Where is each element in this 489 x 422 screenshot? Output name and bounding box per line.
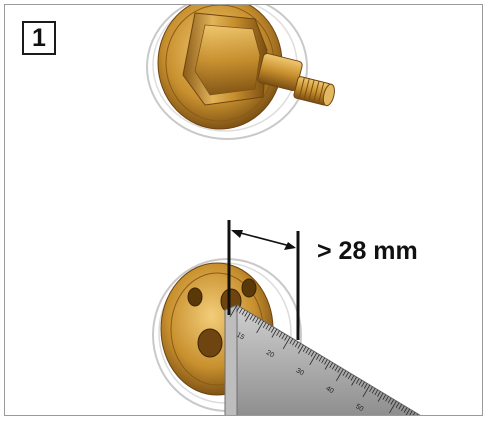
ruler-tick	[416, 413, 419, 415]
ruler-tick	[358, 379, 363, 386]
ruler-tick	[385, 395, 389, 402]
ruler-tick	[377, 392, 384, 402]
ruler-tick	[342, 370, 347, 376]
ruler-tick	[334, 365, 339, 372]
illustration-artwork: 152030405060	[146, 5, 421, 416]
ruler-tick	[281, 333, 286, 340]
ruler-tick	[308, 349, 312, 356]
ruler-tick	[294, 341, 299, 348]
dimension-lines	[227, 220, 300, 340]
ruler-tick	[369, 386, 373, 392]
ruler-tick	[256, 320, 264, 334]
ruler-tick	[345, 371, 349, 378]
arrowhead-left	[231, 230, 243, 238]
ruler-tick	[377, 391, 381, 397]
ruler-tick	[252, 315, 256, 322]
ruler-tick	[270, 327, 275, 333]
ruler-tick	[401, 405, 405, 412]
valve-cartridge	[146, 5, 335, 140]
ruler-tick-label: 50	[354, 403, 364, 413]
ruler-tick	[362, 384, 371, 398]
ruler-tick	[271, 328, 278, 338]
measurement-label: > 28 mm	[317, 237, 418, 265]
ruler-tick	[389, 400, 397, 414]
ruler-tick	[238, 307, 243, 314]
ruler-tick	[361, 381, 365, 388]
ruler: 152030405060	[224, 304, 421, 416]
ruler-tick	[412, 411, 416, 415]
ruler-tick	[351, 376, 357, 386]
ruler-tick	[329, 362, 334, 368]
ruler-tick-label: 40	[324, 385, 334, 395]
ruler-tick	[265, 323, 270, 330]
ruler-tick	[284, 335, 288, 341]
ruler-tick	[249, 314, 254, 320]
ruler-tick	[417, 415, 420, 416]
ruler-tick	[282, 336, 291, 350]
ruler-tick	[298, 344, 304, 354]
ruler-tick	[316, 354, 320, 360]
ruler-tick	[262, 322, 267, 328]
ruler-tick	[244, 311, 248, 317]
ruler-tick	[382, 394, 387, 400]
ruler-tick	[409, 410, 413, 415]
ruler-tick-label: 20	[265, 349, 275, 359]
step-number: 1	[32, 23, 46, 52]
ruler-tick	[305, 347, 310, 354]
ruler-tick	[244, 312, 251, 322]
ruler-tick	[318, 355, 323, 362]
ruler-tick	[309, 352, 318, 366]
ruler-tick	[355, 378, 360, 384]
ruler-tick	[324, 360, 331, 370]
ruler-tick	[374, 389, 379, 396]
ruler-tick	[395, 402, 400, 408]
ruler-tick	[302, 346, 307, 352]
ruler-tick	[405, 408, 411, 415]
ruler-tick	[398, 403, 403, 410]
ruler-tick	[254, 317, 259, 324]
ruler-tick	[337, 367, 341, 373]
ruler-tick	[241, 309, 246, 316]
ruler-tick	[236, 306, 241, 312]
ruler-tick	[363, 383, 368, 389]
ruler-tick	[276, 330, 280, 336]
ruler-tick	[335, 368, 344, 382]
ruler-tick	[297, 343, 302, 349]
illustration-frame: 152030405060 1 > 28 mm	[4, 4, 483, 416]
ruler-tick	[278, 331, 283, 338]
ruler-tick	[257, 319, 262, 325]
ruler-tick	[321, 357, 326, 364]
ruler-tick	[350, 375, 355, 381]
ruler-tick-label: 30	[295, 367, 305, 377]
arrowhead-right	[284, 242, 296, 250]
ruler-tick	[387, 397, 392, 404]
ruler-tick-label: 15	[235, 331, 245, 341]
ruler-tick	[390, 399, 395, 405]
ruler-tick	[310, 351, 315, 357]
ruler-tick	[323, 359, 328, 365]
ruler-tick	[292, 339, 296, 346]
ruler-tick	[268, 325, 272, 332]
ruler-tick	[289, 338, 294, 344]
ruler-tick	[229, 304, 238, 318]
ruler-tick	[331, 363, 336, 370]
step-number-badge: 1	[22, 21, 56, 55]
ruler-tick	[403, 407, 408, 413]
ruler-tick	[371, 387, 376, 394]
dimension-arrow	[232, 230, 295, 248]
ruler-tick	[347, 373, 352, 380]
